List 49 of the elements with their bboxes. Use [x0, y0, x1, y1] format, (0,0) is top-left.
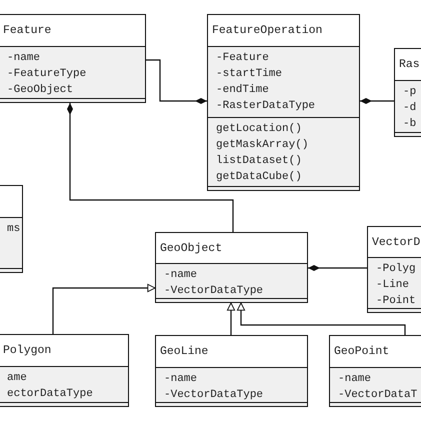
attribute: -VectorDataT [338, 388, 418, 403]
attribute: ame [7, 371, 27, 386]
class-name: Polygon [3, 343, 52, 359]
attribute: -name [338, 372, 372, 387]
class-name: GeoObject [160, 240, 222, 256]
attribute: -b [403, 117, 416, 132]
class-name: Feature [3, 23, 52, 39]
attribute: -name [7, 51, 40, 66]
class-box [155, 232, 308, 303]
class-box [0, 14, 146, 103]
class-box [155, 335, 308, 407]
attribute: -name [164, 372, 198, 387]
attribute: -Feature [216, 51, 269, 66]
attribute: -VectorDataType [164, 388, 264, 403]
method: getMaskArray() [216, 138, 308, 153]
attribute: -endTime [216, 83, 269, 98]
method: getDataCube() [216, 170, 302, 185]
composition-line [308, 265, 367, 271]
composition-line [146, 59, 207, 104]
class-box [0, 334, 129, 407]
class-box [329, 335, 421, 407]
inheritance-arrow [52, 284, 156, 334]
attribute: -startTime [216, 67, 282, 82]
attribute: -GeoObject [7, 83, 74, 98]
attribute: ms [7, 222, 20, 237]
class-box [207, 14, 360, 191]
attribute: -d [403, 101, 416, 116]
attribute: -VectorDataType [164, 284, 264, 299]
class-name: GeoLine [160, 344, 208, 360]
method: getLocation() [216, 122, 302, 137]
attribute: -Line [376, 278, 410, 293]
attribute: -Polyg [376, 262, 416, 277]
class-name: VectorD [372, 234, 420, 250]
class-box [367, 226, 421, 313]
attribute: ectorDataType [7, 387, 93, 402]
attribute: -Point [376, 294, 416, 309]
composition-line [67, 103, 234, 232]
class-name: Ras [399, 57, 420, 73]
inheritance-arrow [236, 302, 406, 335]
class-name: GeoPoint [334, 344, 390, 360]
composition-line [360, 98, 394, 104]
class-name: FeatureOperation [212, 23, 322, 39]
inheritance-arrow [226, 302, 236, 335]
method: listDataset() [216, 154, 302, 169]
attribute: -p [403, 85, 416, 100]
class-box [0, 185, 23, 273]
attribute: -FeatureType [7, 67, 86, 82]
attribute: -RasterDataType [216, 99, 316, 114]
attribute: -name [164, 268, 198, 283]
